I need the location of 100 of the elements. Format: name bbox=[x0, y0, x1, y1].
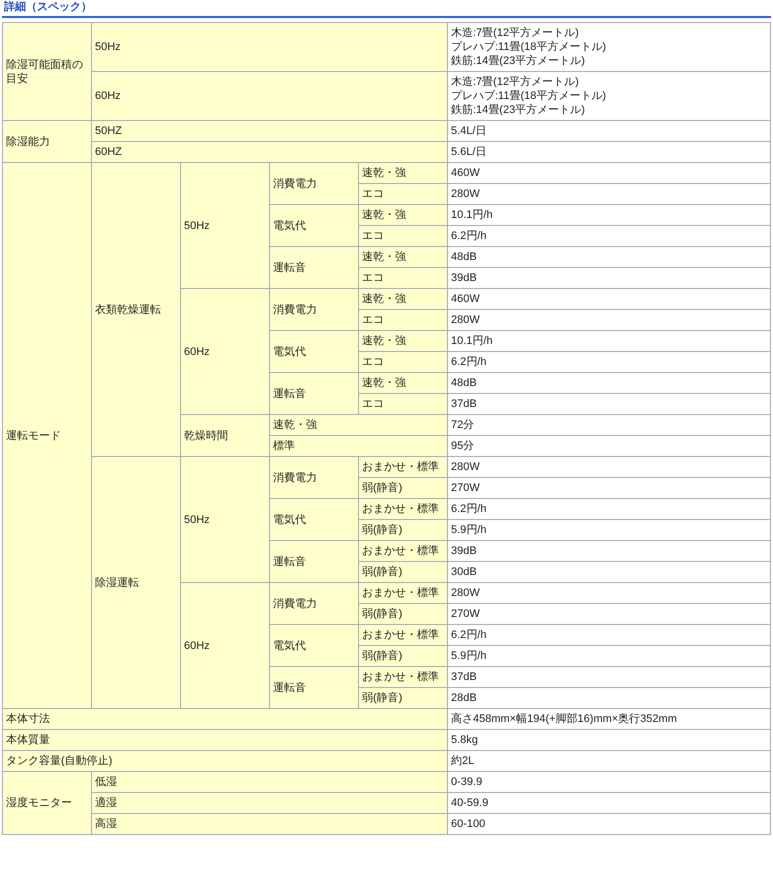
value-cell: 95分 bbox=[448, 436, 770, 456]
value-cell: 72分 bbox=[448, 414, 770, 436]
value-cell: 460W bbox=[448, 288, 770, 310]
header-cell: 速乾・強 bbox=[358, 288, 448, 310]
header-cell: 60Hz bbox=[180, 582, 270, 708]
value-cell: 40-59.9 bbox=[448, 792, 770, 814]
header-cell: 弱(静音) bbox=[358, 562, 448, 582]
value-cell: 高さ458mm×幅194(+脚部16)mm×奥行352mm bbox=[448, 708, 770, 730]
header-cell: おまかせ・標準 bbox=[358, 666, 448, 688]
header-cell: 弱(静音) bbox=[358, 478, 448, 498]
header-cell: 除湿能力 bbox=[2, 120, 92, 162]
header-cell: エコ bbox=[358, 394, 448, 414]
value-cell: 6.2円/h bbox=[448, 226, 770, 246]
header-cell: 弱(静音) bbox=[358, 604, 448, 624]
header-cell: 電気代 bbox=[270, 204, 358, 246]
spec-text: 木造:7畳(12平方メートル) bbox=[451, 75, 579, 89]
value-cell: 6.2円/h bbox=[448, 624, 770, 646]
header-cell: 衣類乾燥運転 bbox=[92, 162, 180, 456]
header-cell: エコ bbox=[358, 184, 448, 204]
header-cell: 運転音 bbox=[270, 666, 358, 708]
header-cell: 60HZ bbox=[92, 142, 448, 162]
header-cell: エコ bbox=[358, 352, 448, 372]
header-cell: 弱(静音) bbox=[358, 646, 448, 666]
header-cell: 高湿 bbox=[92, 814, 448, 834]
header-cell: 50HZ bbox=[92, 120, 448, 142]
header-cell: 速乾・強 bbox=[358, 330, 448, 352]
header-cell: 速乾・強 bbox=[270, 414, 448, 436]
header-cell: 消費電力 bbox=[270, 582, 358, 624]
header-cell: エコ bbox=[358, 310, 448, 330]
value-cell: 5.6L/日 bbox=[448, 142, 770, 162]
header-cell: 乾燥時間 bbox=[180, 414, 270, 456]
header-cell: 運転音 bbox=[270, 372, 358, 414]
header-cell: 湿度モニター bbox=[2, 772, 92, 834]
header-cell: 運転音 bbox=[270, 246, 358, 288]
header-cell: 除湿可能面積の目安 bbox=[2, 22, 92, 120]
value-cell: 10.1円/h bbox=[448, 204, 770, 226]
header-cell: おまかせ・標準 bbox=[358, 624, 448, 646]
spec-text: プレハブ:11畳(18平方メートル) bbox=[451, 89, 606, 103]
value-cell: 280W bbox=[448, 456, 770, 478]
value-cell: 60-100 bbox=[448, 814, 770, 834]
spec-text: プレハブ:11畳(18平方メートル) bbox=[451, 40, 606, 54]
value-cell: 48dB bbox=[448, 372, 770, 394]
value-cell: 280W bbox=[448, 184, 770, 204]
header-cell: 標準 bbox=[270, 436, 448, 456]
value-cell: 5.9円/h bbox=[448, 646, 770, 666]
header-cell: 50Hz bbox=[180, 162, 270, 288]
value-cell: 10.1円/h bbox=[448, 330, 770, 352]
value-cell: 37dB bbox=[448, 394, 770, 414]
value-cell: 280W bbox=[448, 582, 770, 604]
header-cell: タンク容量(自動停止) bbox=[2, 750, 448, 772]
header-cell: 弱(静音) bbox=[358, 688, 448, 708]
value-cell: 39dB bbox=[448, 540, 770, 562]
header-cell: おまかせ・標準 bbox=[358, 540, 448, 562]
header-cell: 運転音 bbox=[270, 540, 358, 582]
value-cell: 460W bbox=[448, 162, 770, 184]
value-cell: 37dB bbox=[448, 666, 770, 688]
header-cell: 本体質量 bbox=[2, 730, 448, 750]
header-cell: 速乾・強 bbox=[358, 246, 448, 268]
header-cell: 50Hz bbox=[92, 22, 448, 72]
header-cell: おまかせ・標準 bbox=[358, 456, 448, 478]
section-heading: 詳細（スペック） bbox=[2, 0, 771, 18]
header-cell: 消費電力 bbox=[270, 162, 358, 204]
header-cell: エコ bbox=[358, 268, 448, 288]
value-cell: 6.2円/h bbox=[448, 498, 770, 520]
header-cell: 速乾・強 bbox=[358, 204, 448, 226]
value-cell: 270W bbox=[448, 604, 770, 624]
header-cell: 消費電力 bbox=[270, 456, 358, 498]
header-cell: 除湿運転 bbox=[92, 456, 180, 708]
value-cell: 28dB bbox=[448, 688, 770, 708]
header-cell: 低湿 bbox=[92, 772, 448, 792]
spec-text: 木造:7畳(12平方メートル) bbox=[451, 26, 579, 40]
header-cell: 電気代 bbox=[270, 624, 358, 666]
value-cell: 約2L bbox=[448, 750, 770, 772]
header-cell: 弱(静音) bbox=[358, 520, 448, 540]
header-cell: 本体寸法 bbox=[2, 708, 448, 730]
header-cell: 消費電力 bbox=[270, 288, 358, 330]
header-cell: 60Hz bbox=[92, 72, 448, 120]
header-cell: 適湿 bbox=[92, 792, 448, 814]
value-cell: 280W bbox=[448, 310, 770, 330]
header-cell: 速乾・強 bbox=[358, 372, 448, 394]
header-cell: 電気代 bbox=[270, 498, 358, 540]
header-cell: 電気代 bbox=[270, 330, 358, 372]
header-cell: 50Hz bbox=[180, 456, 270, 582]
value-cell: 270W bbox=[448, 478, 770, 498]
header-cell: おまかせ・標準 bbox=[358, 582, 448, 604]
value-cell: 5.4L/日 bbox=[448, 120, 770, 142]
header-cell: 運転モード bbox=[2, 162, 92, 708]
spec-text: 鉄筋:14畳(23平方メートル) bbox=[451, 54, 585, 68]
header-cell: おまかせ・標準 bbox=[358, 498, 448, 520]
spec-text: 鉄筋:14畳(23平方メートル) bbox=[451, 103, 585, 117]
value-cell: 39dB bbox=[448, 268, 770, 288]
value-cell: 6.2円/h bbox=[448, 352, 770, 372]
value-cell: 5.8kg bbox=[448, 730, 770, 750]
value-cell: 5.9円/h bbox=[448, 520, 770, 540]
header-cell: 60Hz bbox=[180, 288, 270, 414]
header-cell: 速乾・強 bbox=[358, 162, 448, 184]
header-cell: エコ bbox=[358, 226, 448, 246]
value-cell: 30dB bbox=[448, 562, 770, 582]
value-cell: 0-39.9 bbox=[448, 772, 770, 792]
value-cell: 48dB bbox=[448, 246, 770, 268]
